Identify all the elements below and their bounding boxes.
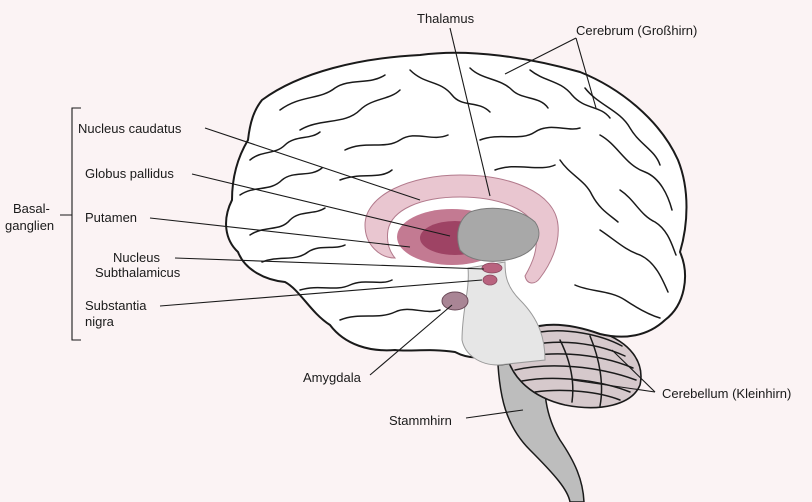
label-basalganglien-1: Basal- <box>13 201 50 216</box>
leader-substantia-nigra <box>159 279 483 307</box>
basalganglien-bracket <box>60 107 81 341</box>
label-nucleus-subthalamicus-1: Nucleus <box>113 250 160 265</box>
thalamus-shape <box>457 207 540 262</box>
leader-cerebrum-2 <box>575 37 597 109</box>
label-stammhirn: Stammhirn <box>389 413 452 428</box>
label-nucleus-caudatus: Nucleus caudatus <box>78 121 182 136</box>
brainstem-shape <box>461 261 546 366</box>
label-globus-pallidus: Globus pallidus <box>85 166 174 181</box>
leader-thalamus <box>449 27 491 197</box>
label-thalamus: Thalamus <box>417 11 475 26</box>
leader-amygdala <box>369 304 453 376</box>
leader-cerebrum-1 <box>504 37 577 75</box>
leader-nucleus-caudatus <box>204 127 421 201</box>
nucleus-subthalamicus-shape <box>481 262 503 274</box>
label-cerebellum: Cerebellum (Kleinhirn) <box>662 386 791 401</box>
leader-nucleus-subthalamicus <box>174 257 485 270</box>
label-amygdala: Amygdala <box>303 370 362 385</box>
amygdala-shape <box>441 291 469 311</box>
leader-putamen <box>149 217 411 248</box>
substantia-nigra-shape <box>482 274 498 286</box>
stammhirn-shape <box>497 359 585 502</box>
leader-cerebellum-1 <box>611 349 656 393</box>
label-substantia-nigra-1: Substantia <box>85 298 147 313</box>
leader-globus-pallidus <box>191 173 451 237</box>
leader-stammhirn <box>465 409 524 419</box>
cerebrum-gyri <box>239 67 677 321</box>
label-putamen: Putamen <box>85 210 137 225</box>
label-cerebrum: Cerebrum (Großhirn) <box>576 23 697 38</box>
leader-cerebellum-2 <box>571 379 656 393</box>
label-basalganglien-2: ganglien <box>5 218 54 233</box>
label-substantia-nigra-2: nigra <box>85 314 115 329</box>
label-nucleus-subthalamicus-2: Subthalamicus <box>95 265 181 280</box>
nucleus-caudatus-shape <box>364 174 559 284</box>
